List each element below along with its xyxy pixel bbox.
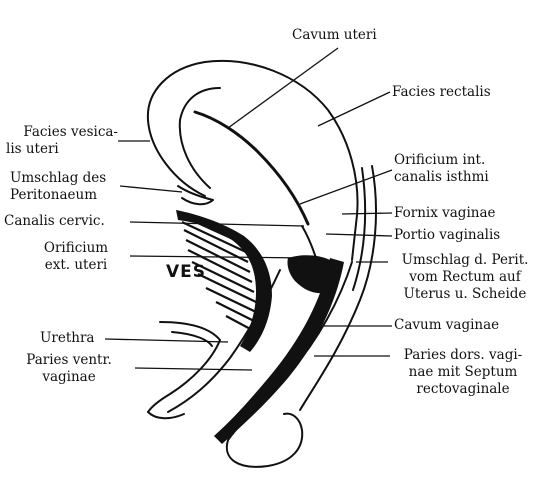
label-orificium-ext: Orificium ext. uteri [28, 240, 124, 274]
label-paries-ventr-line2: vaginae [6, 369, 132, 386]
label-umschlag-line1: Umschlag des [10, 170, 106, 187]
urethra-contour [148, 322, 220, 412]
uterus-outline [148, 61, 358, 260]
cervical-canal [302, 226, 316, 258]
label-facies-vesicalis: Facies vesica- lis uteri [6, 124, 118, 158]
leader-paries-ventr [135, 368, 252, 370]
leader-cavum-uteri [228, 48, 338, 128]
leader-orificium-int [300, 170, 392, 204]
label-orificium-ext-line2: ext. uteri [28, 257, 124, 274]
leader-urethra [105, 339, 228, 342]
leader-lines [105, 48, 392, 370]
bladder-label-ves: VES [166, 262, 206, 282]
label-facies-rectalis: Facies rectalis [392, 84, 491, 101]
label-umschlag-perit-line2: vom Rectum auf [390, 269, 540, 286]
leader-portio [326, 234, 392, 236]
label-paries-ventr: Paries ventr. vaginae [6, 352, 132, 386]
label-orificium-ext-line1: Orificium [28, 240, 124, 257]
urethra-inner [172, 332, 212, 346]
label-orificium-int: Orificium int. canalis isthmi [394, 152, 489, 186]
label-umschlag-perit-rectum: Umschlag d. Perit. vom Rectum auf Uterus… [390, 252, 540, 303]
label-cavum-uteri: Cavum uteri [292, 27, 377, 44]
label-fornix-vaginae: Fornix vaginae [394, 205, 496, 222]
label-facies-vesicalis-line1: Facies vesica- [6, 124, 118, 141]
leader-umschlag-peritonaeum [120, 186, 182, 192]
label-paries-dors-line3: rectovaginale [388, 381, 538, 398]
label-canalis-cervic: Canalis cervic. [4, 213, 105, 230]
label-urethra: Urethra [40, 330, 94, 347]
leader-fornix [342, 213, 392, 214]
vestibule-lip [148, 412, 184, 418]
label-umschlag-peritonaeum: Umschlag des Peritonaeum [10, 170, 106, 204]
label-orificium-int-line2: canalis isthmi [394, 169, 489, 186]
leader-facies-rectalis [318, 92, 390, 126]
label-paries-dors: Paries dors. vagi- nae mit Septum rectov… [388, 347, 538, 398]
label-paries-dors-line2: nae mit Septum [388, 364, 538, 381]
peritoneal-fold-anterior [178, 186, 213, 204]
label-umschlag-line2: Peritonaeum [10, 187, 106, 204]
label-paries-ventr-line1: Paries ventr. [6, 352, 132, 369]
uterus-inner-wall [180, 88, 220, 188]
cavum-uteri-slit [195, 112, 308, 224]
label-paries-dors-line1: Paries dors. vagi- [388, 347, 538, 364]
label-orificium-int-line1: Orificium int. [394, 152, 489, 169]
portio-black [287, 255, 337, 293]
label-portio-vaginalis: Portio vaginalis [394, 227, 500, 244]
label-facies-vesicalis-line2: lis uteri [6, 141, 118, 158]
label-umschlag-perit-line1: Umschlag d. Perit. [390, 252, 540, 269]
label-cavum-vaginae: Cavum vaginae [394, 317, 499, 334]
label-umschlag-perit-line3: Uterus u. Scheide [390, 286, 540, 303]
